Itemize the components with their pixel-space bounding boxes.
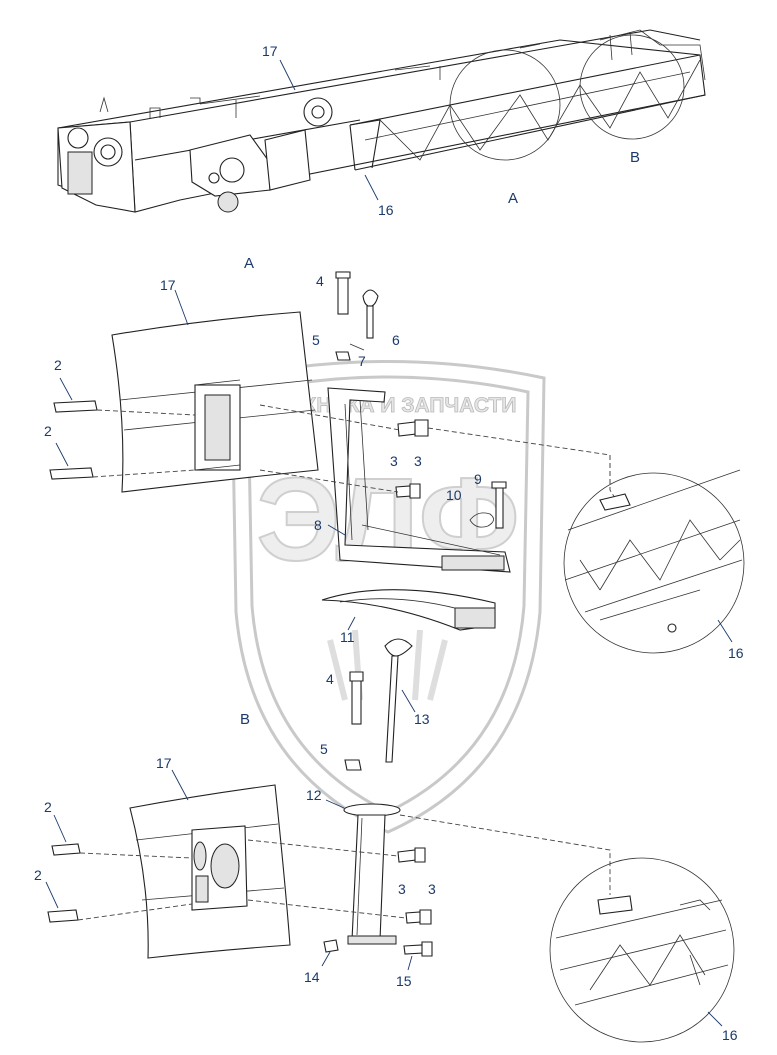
view-a-label-13: 13 [414,711,430,727]
view-b-label-14: 14 [304,969,320,985]
view-a-label-3a: 3 [390,453,398,469]
view-b-label-15: 15 [396,973,412,989]
view-b-label-3a: 3 [398,881,406,897]
view-b-label-3b: 3 [428,881,436,897]
view-a: A 17 2 2 4 6 5 7 [44,255,745,763]
view-a-label-11: 11 [340,629,355,645]
view-a-label-3b: 3 [414,453,422,469]
view-b-title: B [240,711,250,728]
view-a-label-4b: 4 [326,671,334,687]
view-b-label-2b: 2 [34,867,42,883]
view-a-label-10: 10 [446,487,462,503]
view-a-label-2a: 2 [54,357,62,373]
view-b-label-16: 16 [722,1027,738,1043]
view-b-label-2a: 2 [44,799,52,815]
overview-boom-assembly: 17 16 A B [57,29,706,218]
view-a-title: A [244,255,254,272]
view-a-label-16: 16 [728,645,744,661]
overview-view-a-label: A [508,190,518,207]
overview-label-16: 16 [378,202,394,218]
view-a-label-5: 5 [312,332,320,348]
view-b-detail-circle: 16 [549,857,738,1043]
view-a-label-9: 9 [474,471,482,487]
view-a-detail-circle: 16 [563,455,745,661]
view-b-label-5: 5 [320,741,328,757]
overview-view-b-label: B [630,149,640,166]
view-a-label-2b: 2 [44,423,52,439]
view-a-label-6: 6 [392,332,400,348]
view-b-label-17: 17 [156,755,172,771]
view-a-label-17: 17 [160,277,176,293]
view-b-label-12: 12 [306,787,322,803]
view-a-label-4: 4 [316,273,324,289]
view-a-label-8: 8 [314,517,322,533]
view-b: B 17 2 2 5 12 [34,711,738,1043]
overview-label-17: 17 [262,43,278,59]
view-a-label-7: 7 [358,353,366,369]
